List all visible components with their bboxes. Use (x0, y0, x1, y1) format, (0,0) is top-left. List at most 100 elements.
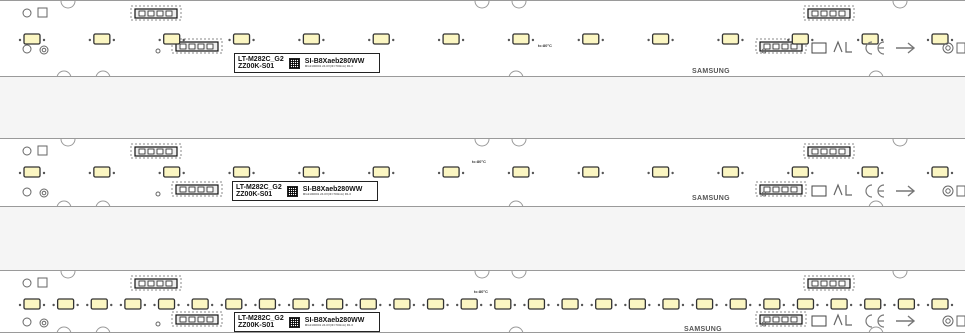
recycle-box-icon (811, 42, 827, 54)
led-dot (648, 303, 651, 307)
connector-pin (188, 43, 196, 50)
mount-hole-icon (39, 45, 49, 55)
mount-hole-icon (22, 278, 32, 288)
led-dot (917, 303, 920, 307)
led-dot (893, 303, 896, 307)
led-dot (355, 303, 358, 307)
led-dot (368, 38, 371, 42)
led-chip-icon (225, 298, 243, 310)
model-text: LT-M282C_G2 (236, 184, 282, 191)
led-chip-icon (662, 298, 680, 310)
square-pad-icon (37, 7, 48, 18)
connector-pin (197, 186, 205, 193)
connector-pin (781, 316, 789, 323)
led-dot (849, 303, 853, 307)
led-dot (76, 303, 79, 307)
recycle-box-icon (811, 315, 827, 327)
led-dot (388, 303, 392, 307)
led-strip-2: LT-M282C_G2 ZZ00K-S01 SI-B8Xaeb280WW MG2… (0, 138, 965, 207)
led-dot (210, 303, 214, 307)
connector-pin (138, 10, 146, 17)
temperature-text: tc:80°C (474, 289, 488, 294)
notch-icon (511, 139, 527, 147)
code-text: ZZ00K-S01 (236, 191, 273, 198)
connector-icon (175, 184, 219, 195)
connector-pin (197, 43, 205, 50)
led-dot (782, 303, 786, 307)
code-text: ZZ00K-S01 (238, 63, 275, 70)
led-chip-icon (191, 298, 209, 310)
notch-icon (60, 1, 76, 9)
connector-outline (130, 143, 182, 159)
connector-pin (147, 280, 155, 287)
led-dot (52, 303, 55, 307)
connector-outline (755, 181, 807, 197)
connector-pin (165, 148, 173, 155)
connector-pin (829, 280, 837, 287)
notch-icon (56, 326, 72, 332)
mount-hole-icon (39, 318, 49, 328)
connector-outline (130, 5, 182, 21)
ce-mark-icon (865, 184, 885, 198)
connector-pin (820, 148, 828, 155)
led-strip-1: LT-M282C_G2 ZZ00K-S01 SI-B8Xaeb280WW MG2… (0, 0, 965, 77)
led-chip-icon (595, 298, 613, 310)
connector-pin (138, 148, 146, 155)
led-dot (153, 303, 156, 307)
led-dot (950, 38, 954, 42)
led-dot (437, 171, 441, 175)
mount-hole-icon (945, 188, 951, 194)
ce-mark-icon (865, 314, 885, 328)
led-chip-icon (512, 166, 530, 178)
connector-icon (759, 184, 803, 195)
qr-code-icon (288, 57, 300, 69)
led-chip-icon (393, 298, 411, 310)
square-pad-icon (37, 145, 48, 156)
led-dot (787, 38, 790, 42)
led-dot (368, 171, 371, 175)
led-chip-icon (931, 298, 949, 310)
notch-icon (60, 139, 76, 147)
led-chip-icon (864, 298, 882, 310)
connector-pin (156, 10, 164, 17)
led-dot (507, 38, 511, 42)
led-dot (220, 303, 223, 307)
led-dot (717, 38, 720, 42)
connector-pin (179, 43, 187, 50)
led-dot (489, 303, 493, 307)
led-dot (278, 303, 281, 307)
connector-pin (763, 186, 771, 193)
qr-code-icon (286, 185, 298, 197)
led-dot (715, 303, 718, 307)
connector-pin (188, 186, 196, 193)
led-chip-icon (861, 33, 879, 45)
notch-icon (868, 326, 884, 332)
connector-pin (829, 148, 837, 155)
mount-hole-icon (22, 44, 32, 54)
led-dot (556, 303, 560, 307)
led-dot (507, 171, 511, 175)
square-pad-icon (956, 185, 965, 197)
led-dot (298, 38, 301, 42)
led-dot (143, 303, 147, 307)
notch-icon (511, 1, 527, 9)
connector-icon (175, 41, 219, 52)
connector-pin (820, 10, 828, 17)
mount-hole-icon (942, 185, 954, 197)
notch-icon (892, 139, 908, 147)
led-dot (513, 303, 517, 307)
led-chip-icon (763, 298, 781, 310)
led-chip-icon (56, 298, 75, 310)
mount-hole-icon (41, 47, 47, 53)
connector-pin (772, 43, 780, 50)
connector-pin (781, 186, 789, 193)
connector-outline (803, 143, 855, 159)
led-dot (531, 171, 535, 175)
connector-outline (171, 38, 223, 54)
connector-icon (134, 8, 178, 19)
led-chip-icon (124, 298, 142, 310)
led-chip-icon (258, 298, 277, 310)
led-dot (926, 38, 930, 42)
led-dot (42, 171, 46, 175)
notch-icon (60, 271, 76, 279)
